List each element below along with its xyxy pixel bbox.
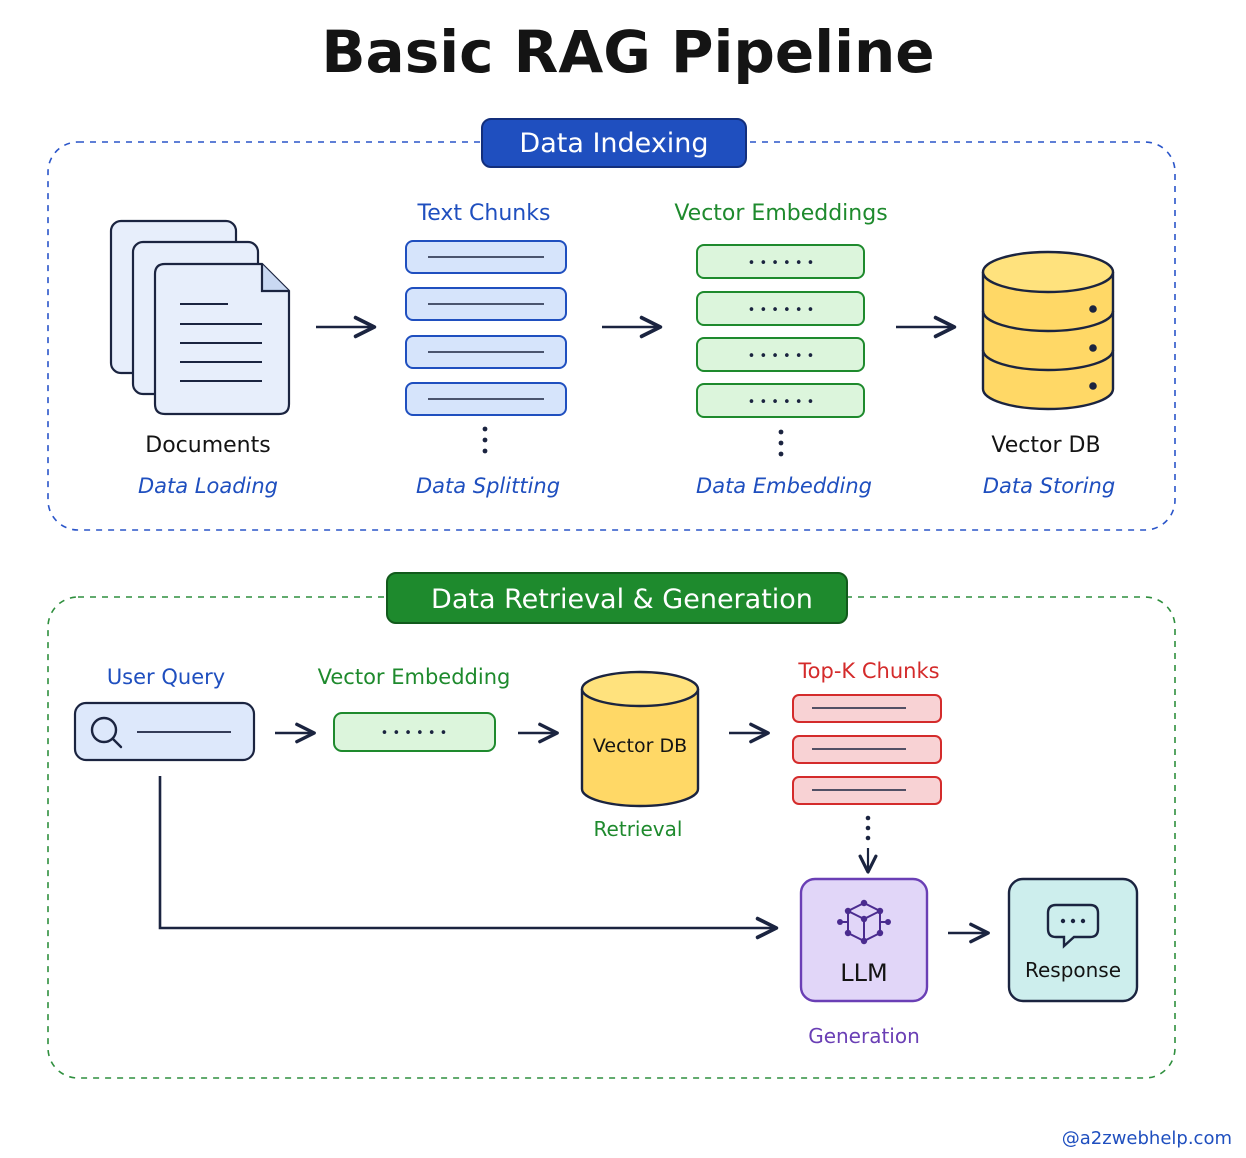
embedding-vector [696,244,865,279]
data-storing-label: Data Storing [983,474,1115,498]
embedding-dots: • • • • • • [748,303,815,318]
retrieval-vector-db-label: Vector DB [593,735,687,757]
topk-chunks-stack [792,694,942,805]
credit-link[interactable]: @a2zwebhelp.com [1062,1128,1232,1149]
embedding-vector [696,337,865,372]
user-query-box [73,701,256,762]
embeddings-stack [696,244,865,418]
text-chunks-stack [405,240,567,416]
generation-label: Generation [808,1024,920,1048]
embedding-vector [696,383,865,418]
data-loading-label: Data Loading [138,474,278,498]
embeddings-continuation-dots [778,429,784,457]
retrieval-header: Data Retrieval & Generation [386,572,848,624]
retrieval-header-label: Data Retrieval & Generation [431,584,813,615]
embedding-vector [696,291,865,326]
vector-db-label: Vector DB [991,433,1100,458]
network-cube-icon [837,899,891,945]
embedding-dots: • • • • • • [748,395,815,410]
data-splitting-label: Data Splitting [416,474,560,498]
chat-bubble-icon [1046,903,1100,949]
search-icon [90,716,123,749]
chunks-continuation-dots [482,426,488,454]
retrieval-step-label: Retrieval [594,817,683,841]
retrieval-database-icon [580,670,700,808]
arrow-query-to-llm [158,776,779,940]
data-embedding-label: Data Embedding [696,474,872,498]
database-icon [981,250,1115,411]
documents-label: Documents [145,433,270,458]
llm-label: LLM [840,959,887,987]
response-box [1007,877,1139,1003]
query-embedding-dots: • • • • • • [381,726,448,741]
vector-embeddings-label: Vector Embeddings [674,201,887,226]
embedding-dots: • • • • • • [748,349,815,364]
documents-icon [109,219,291,416]
indexing-header: Data Indexing [481,118,747,168]
query-vector-embedding-label: Vector Embedding [318,665,511,689]
page-title: Basic RAG Pipeline [321,18,934,86]
response-label: Response [1025,958,1121,982]
query-embedding-vector [333,712,496,752]
embedding-dots: • • • • • • [748,256,815,271]
topk-chunks-label: Top-K Chunks [797,659,939,683]
topk-continuation-dots [865,815,871,841]
user-query-label: User Query [107,665,225,689]
text-chunks-label: Text Chunks [417,201,551,226]
indexing-header-label: Data Indexing [519,128,708,159]
